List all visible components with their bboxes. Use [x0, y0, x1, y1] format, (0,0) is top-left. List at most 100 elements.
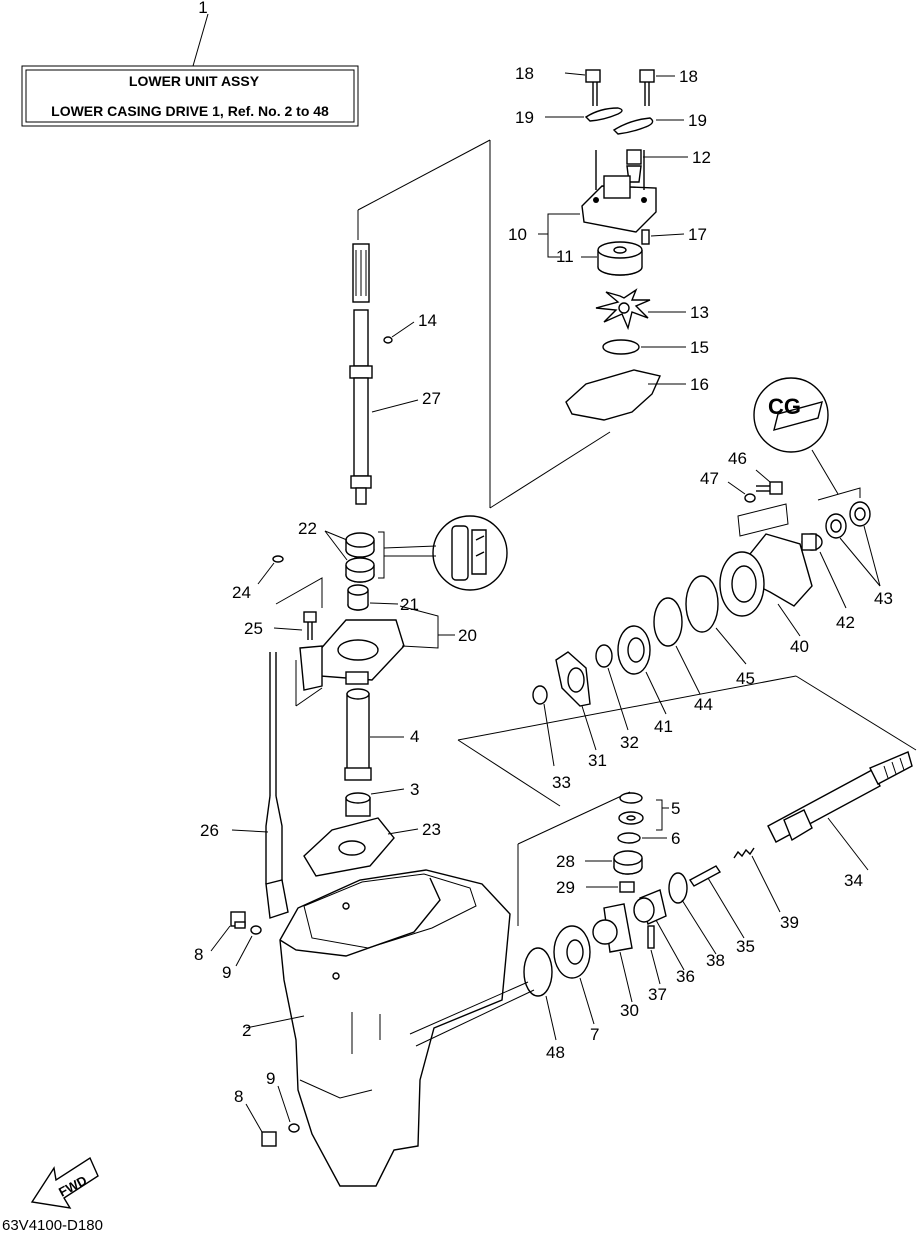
cap-40 [719, 533, 813, 617]
callout-42: 42 [836, 613, 855, 632]
callout-28: 28 [556, 852, 575, 871]
title-text: LOWER UNIT ASSY [129, 73, 260, 89]
propeller-shaft-34 [767, 751, 913, 843]
callout-19b: 19 [688, 111, 707, 130]
gasket-16 [565, 369, 661, 421]
callout-15: 15 [690, 338, 709, 357]
washer-9b [288, 1123, 300, 1133]
bolt-25 [303, 611, 317, 640]
callout-2: 2 [242, 1021, 251, 1040]
pin-17 [641, 229, 650, 245]
bolt-46 [756, 481, 783, 495]
callout-18b: 18 [679, 67, 698, 86]
pin-14 [383, 336, 393, 344]
seal-callout-text: CG [768, 394, 801, 419]
gear-frame-lines [409, 675, 917, 1047]
seals-43 [825, 501, 871, 539]
plate-19b [612, 117, 654, 135]
callout-19a: 19 [515, 108, 534, 127]
callout-45: 45 [736, 669, 755, 688]
callout-6: 6 [671, 829, 680, 848]
callout-18a: 18 [515, 64, 534, 83]
callout-10: 10 [508, 225, 527, 244]
seal-detail-circle-right: CG [753, 377, 829, 453]
fwd-arrow: FWD [30, 1156, 99, 1209]
callout-7: 7 [590, 1025, 599, 1044]
plug-8b [261, 1131, 277, 1147]
pin-37 [647, 925, 655, 949]
bolt-18a [585, 69, 601, 106]
title-frame-inner [25, 69, 355, 123]
cartridge-11 [597, 241, 643, 276]
clutch-36 [633, 889, 667, 925]
drive-shaft-27 [349, 243, 373, 505]
callout-labels: 2 3 4 5 6 7 8 8 9 9 10 11 12 13 14 15 16… [194, 64, 893, 1106]
callout-47: 47 [700, 469, 719, 488]
seal-frame [817, 487, 861, 501]
water-pump-group [538, 69, 688, 421]
callout-11: 11 [556, 247, 574, 266]
pin-24 [272, 555, 284, 563]
bolt-18b [639, 69, 655, 106]
washer-32 [595, 644, 613, 668]
washer-6 [617, 832, 641, 844]
callout-23: 23 [422, 820, 441, 839]
callout-36: 36 [676, 967, 695, 986]
subtitle-text: LOWER CASING DRIVE 1, Ref. No. 2 to 48 [51, 103, 329, 119]
callout-22: 22 [298, 519, 317, 538]
lower-casing-2 [279, 869, 511, 1187]
callout-41: 41 [654, 717, 673, 736]
callout-1: 1 [198, 0, 207, 17]
callout-9b: 9 [266, 1069, 275, 1088]
circlip-33 [532, 685, 548, 705]
ring-38 [668, 872, 688, 904]
callout-24: 24 [232, 583, 251, 602]
plug-8a [230, 911, 246, 929]
callout-31: 31 [588, 751, 607, 770]
callout-44: 44 [694, 695, 713, 714]
bearing-7 [553, 925, 591, 979]
gasket-23 [303, 817, 395, 877]
o-ring-15 [602, 339, 640, 355]
o-ring-45 [685, 575, 719, 633]
callout-29: 29 [556, 878, 575, 897]
callout-21: 21 [400, 595, 419, 614]
callout-48: 48 [546, 1043, 565, 1062]
bearing-41 [617, 625, 651, 675]
callout-4: 4 [410, 727, 419, 746]
title-box: 1 LOWER UNIT ASSY LOWER CASING DRIVE 1, … [21, 0, 359, 127]
washer-47 [744, 493, 756, 503]
callout-46: 46 [728, 449, 747, 468]
callout-3: 3 [410, 780, 419, 799]
title-leader [192, 13, 209, 67]
callout-26: 26 [200, 821, 219, 840]
shift-rod-26 [265, 652, 289, 919]
plate-19a [584, 107, 623, 122]
bush-21 [347, 584, 369, 611]
callout-20: 20 [458, 626, 477, 645]
callout-37: 37 [648, 985, 667, 1004]
o-ring-44 [653, 597, 683, 647]
pipe-4 [344, 688, 372, 781]
callout-43: 43 [874, 589, 893, 608]
pin-35 [688, 865, 722, 887]
spring-39 [733, 847, 755, 859]
diagram-code: 63V4100-D180 [2, 1217, 103, 1233]
pinion-28 [613, 850, 643, 875]
callout-8b: 8 [234, 1087, 243, 1106]
callout-17: 17 [688, 225, 707, 244]
callout-30: 30 [620, 1001, 639, 1020]
callout-12: 12 [692, 148, 711, 167]
callout-34: 34 [844, 871, 863, 890]
callout-27: 27 [422, 389, 441, 408]
gear-31 [555, 651, 591, 707]
bearings-22 [345, 532, 375, 583]
grommet-3 [345, 792, 371, 817]
impeller-13 [595, 288, 651, 331]
callout-25: 25 [244, 619, 263, 638]
seal-detail-circle-left [432, 515, 508, 591]
title-frame [21, 65, 359, 127]
callout-9a: 9 [222, 963, 231, 982]
